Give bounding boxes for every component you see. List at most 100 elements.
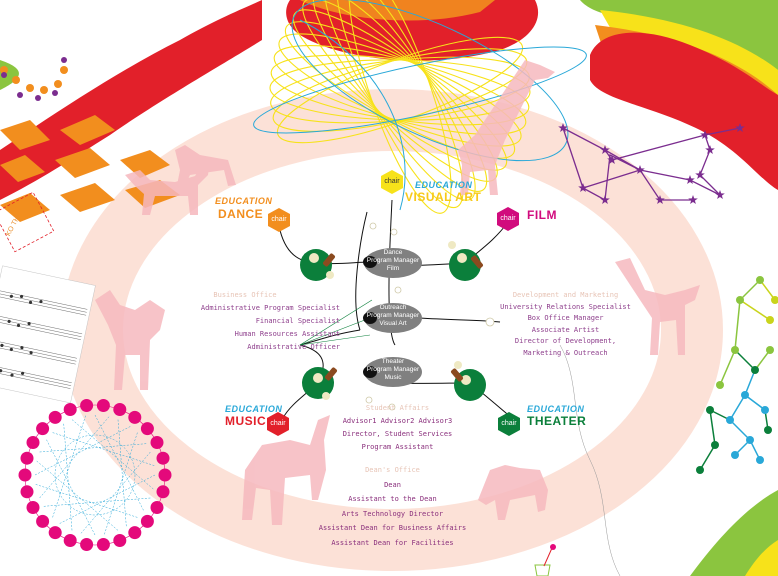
- spiro-dot: [80, 399, 94, 412]
- visual-art-label: VISUAL ART: [405, 190, 482, 204]
- spiro-dot: [80, 538, 94, 551]
- star-node: [688, 195, 698, 204]
- molecule-node: [711, 441, 719, 449]
- table-node-3: [302, 367, 337, 400]
- deans-office-header: Dean's Office: [365, 466, 420, 474]
- visual-art-education-label: EDUCATION: [415, 180, 473, 190]
- star-node: [695, 170, 705, 179]
- music-label: MUSIC: [225, 414, 267, 428]
- molecule-node: [716, 381, 724, 389]
- spiro-dot: [150, 436, 164, 449]
- star-node: [635, 165, 645, 174]
- table-node-2: [448, 241, 483, 281]
- business-office-list: Business Office Administrative Program S…: [150, 289, 340, 354]
- deans-office-list: Dean's Office Dean Assistant to the Dean…: [305, 463, 480, 550]
- star-node: [607, 155, 617, 164]
- spiro-dot: [113, 403, 127, 416]
- molecule-node: [751, 366, 759, 374]
- spiro-dot: [26, 501, 40, 514]
- constellation-stars: [558, 123, 745, 204]
- program-manager-pills: [363, 248, 422, 387]
- orange-diamonds: [0, 115, 180, 222]
- spiro-dot: [156, 451, 170, 465]
- spiro-dot: [36, 422, 50, 436]
- orange-arc-top: [300, 0, 495, 21]
- spiro-dot: [26, 436, 40, 449]
- spiro-dot: [113, 534, 127, 547]
- table-node-4: [451, 361, 486, 401]
- music-education-label: EDUCATION: [225, 404, 283, 414]
- spiro-dot: [63, 534, 77, 547]
- spiro-dot: [36, 514, 50, 528]
- animal-silhouettes: [95, 60, 700, 525]
- molecule-node: [696, 466, 704, 474]
- molecule-node: [746, 436, 754, 444]
- molecule-node: [764, 426, 772, 434]
- star-node: [715, 190, 725, 199]
- chair-visual-art: chair: [384, 178, 400, 185]
- blue-orbit-lines: [253, 0, 587, 211]
- molecule-node: [736, 296, 744, 304]
- table-node-1: [300, 249, 335, 281]
- theater-label: THEATER: [527, 414, 587, 428]
- spiro-dot: [128, 526, 142, 540]
- molecule-node: [766, 316, 774, 324]
- red-band-right: [590, 32, 778, 190]
- spiro-dot: [156, 485, 170, 499]
- spiro-dot: [140, 422, 154, 436]
- molecule-network: [696, 276, 778, 474]
- molecule-node: [756, 276, 764, 284]
- molecule-node: [731, 346, 739, 354]
- dot-arc-top-left: [0, 57, 68, 101]
- star-node: [735, 123, 745, 132]
- star-node: [578, 183, 588, 192]
- spiro-dot: [63, 403, 77, 416]
- student-affairs-header: Student Affairs: [365, 404, 430, 412]
- molecule-node: [741, 391, 749, 399]
- round-table-nodes: [300, 241, 486, 401]
- star-node: [700, 130, 710, 139]
- thread-line: [559, 344, 621, 576]
- yellow-swoosh-bottom: [745, 540, 778, 576]
- spiro-dot: [18, 468, 32, 482]
- star-node: [705, 145, 715, 154]
- drink-glass: [534, 544, 556, 576]
- dashed-box: [0, 191, 55, 253]
- star-node: [558, 123, 568, 132]
- chair-dance: chair: [271, 216, 287, 223]
- dance-label: DANCE: [218, 207, 264, 221]
- molecule-node: [706, 406, 714, 414]
- star-node: [600, 195, 610, 204]
- spiro-dot: [96, 538, 110, 551]
- chair-film: chair: [500, 215, 516, 222]
- spiro-dot: [158, 468, 172, 482]
- spiro-dot: [150, 501, 164, 514]
- spiro-dot: [128, 410, 142, 424]
- film-label: FILM: [527, 208, 557, 222]
- chair-music: chair: [270, 420, 286, 427]
- molecule-node: [726, 416, 734, 424]
- star-node: [685, 175, 695, 184]
- spiro-dot: [48, 526, 62, 540]
- molecule-node: [766, 346, 774, 354]
- development-list: Development and Marketing University Rel…: [498, 290, 633, 359]
- student-affairs-list: Student Affairs Advisor1 Advisor2 Adviso…: [330, 402, 465, 454]
- spirograph-wheel: [18, 399, 172, 551]
- chair-theater: chair: [501, 420, 517, 427]
- molecule-node: [756, 456, 764, 464]
- spiro-dot: [140, 514, 154, 528]
- theater-education-label: EDUCATION: [527, 404, 585, 414]
- org-green-lines: [299, 299, 373, 346]
- business-office-header: Business Office: [213, 291, 277, 299]
- small-node-dots: [365, 222, 495, 411]
- spiro-dot: [48, 410, 62, 424]
- chair-hexagons: [267, 170, 520, 436]
- spiro-dot: [20, 485, 34, 499]
- star-node: [655, 195, 665, 204]
- molecule-node: [761, 406, 769, 414]
- molecule-node: [731, 451, 739, 459]
